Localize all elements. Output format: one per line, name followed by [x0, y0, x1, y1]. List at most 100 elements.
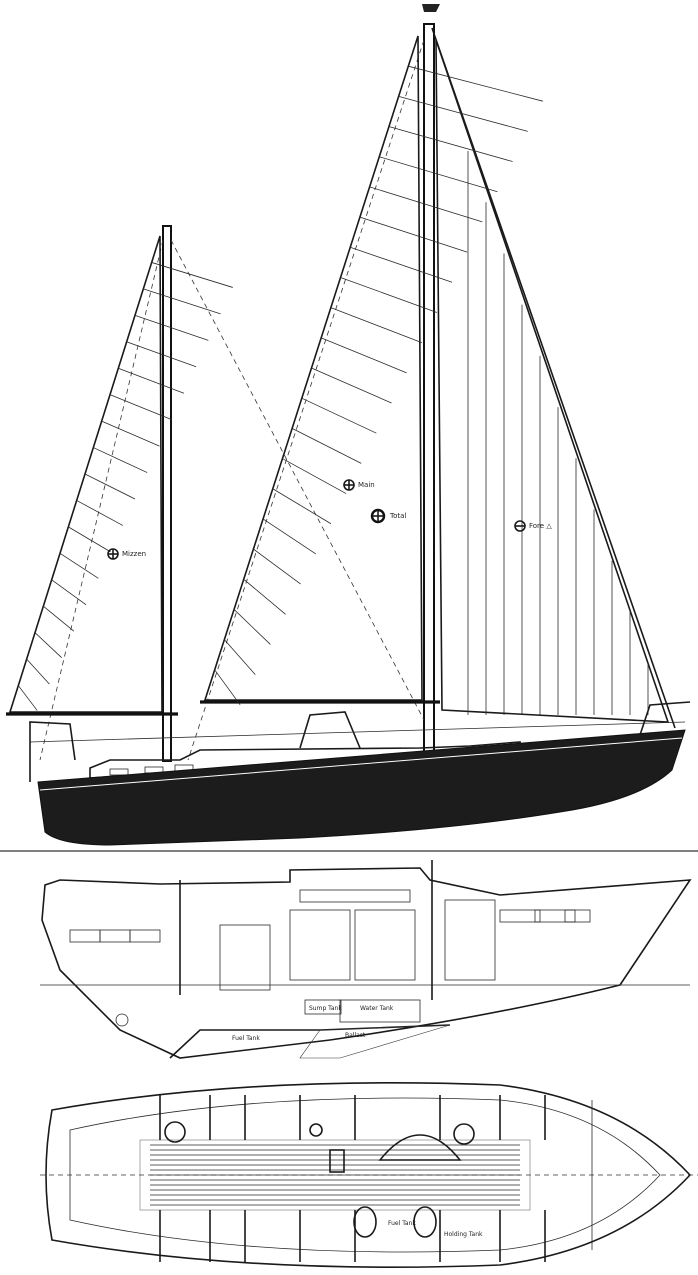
cabinet	[69, 929, 101, 943]
mainsail-seam	[340, 277, 438, 313]
mizzen-seam	[126, 341, 197, 368]
cabinet	[499, 909, 541, 923]
mainsail-seam	[272, 488, 332, 525]
fore-ce-marker: Fore △	[514, 520, 552, 532]
inboard-profile: Sump Tank Water Tank Fuel Tank Ballast	[40, 860, 692, 1059]
mainsail-seam	[330, 307, 422, 344]
mainsail-seam	[282, 458, 347, 494]
holding-tank-label: Holding Tank	[444, 1231, 483, 1238]
mainsail-seam	[233, 609, 271, 645]
hull	[37, 729, 686, 846]
cabinet	[354, 909, 416, 981]
cabinet	[219, 924, 271, 991]
cabinet	[129, 929, 161, 943]
boot-stripe	[39, 737, 683, 791]
mainsail-seam	[311, 367, 392, 404]
mizzen-seam	[143, 288, 221, 315]
mizzen-mast	[162, 225, 172, 762]
mizzen-seam	[34, 632, 62, 658]
jib	[435, 39, 670, 723]
settee-stool-2	[413, 1206, 437, 1238]
mizzen-seam	[43, 605, 75, 632]
total-label: Total	[389, 512, 406, 520]
cabinet	[444, 899, 496, 981]
accommodation-plan: Fuel Tank Holding Tank	[40, 1081, 698, 1269]
ballast-hatch	[299, 1024, 451, 1059]
main-label: Main	[358, 481, 375, 489]
mizzen-seam	[93, 447, 148, 473]
plan-fuel-tank-label: Fuel Tank	[388, 1220, 416, 1227]
ballast-label: Ballast	[345, 1032, 366, 1039]
portlight	[109, 768, 129, 776]
sump-tank	[304, 999, 342, 1015]
aft-head-toilet	[164, 1121, 186, 1143]
sump-tank-label: Sump Tank	[309, 1005, 342, 1012]
mainsail	[203, 35, 423, 701]
mizzen-seam	[134, 314, 209, 341]
triatic-stay	[170, 239, 425, 721]
profile-fuel-tank-label: Fuel Tank	[232, 1035, 260, 1042]
propeller	[115, 1013, 129, 1027]
mizzen-sail	[8, 235, 163, 713]
mizzen-seam	[51, 579, 87, 606]
bow-pulpit	[639, 701, 691, 736]
deck-outline	[45, 1081, 692, 1269]
headstay	[431, 27, 676, 729]
water-tank	[339, 999, 421, 1023]
mizzen-seam	[109, 394, 172, 421]
interior-joinery	[69, 889, 591, 991]
mainsail-seam	[291, 428, 362, 464]
mainsail-seam	[398, 95, 528, 132]
masthead-pennant	[422, 4, 440, 12]
mizzen-seam	[101, 420, 160, 447]
main-saloon-table	[378, 1134, 462, 1161]
mainsail-seam	[369, 186, 483, 223]
mainsail-seam	[388, 126, 513, 162]
mainsail-seam	[243, 578, 286, 615]
mainsail-seam	[214, 669, 241, 706]
bulkheads	[159, 1095, 546, 1262]
mainsail-seam	[379, 156, 498, 193]
mizzen-seam	[26, 658, 50, 685]
fwd-head-toilet	[453, 1123, 475, 1145]
cabinet	[299, 889, 411, 903]
stove-burner	[309, 1123, 323, 1137]
cabinet	[289, 909, 351, 981]
mizzen-seam	[68, 526, 111, 553]
cabinet	[564, 909, 591, 923]
mizzen-seam	[84, 473, 136, 500]
mizzen-seam	[118, 367, 185, 394]
cabin-sole-planking	[150, 1144, 520, 1206]
mizzen-label: Mizzen	[122, 550, 146, 558]
profile-hull-outline	[41, 867, 692, 1059]
sail-seams	[18, 65, 649, 715]
keel	[169, 1024, 451, 1059]
mizzen-seam	[18, 685, 38, 711]
mizzen-ce-marker: Mizzen	[107, 548, 146, 560]
sail-plan: Main Total Fore △ Mizzen	[0, 4, 698, 852]
mizzen-seam	[76, 500, 123, 526]
mainsail-seam	[301, 397, 377, 434]
mizzen-seam	[151, 262, 233, 288]
galley-sink	[329, 1149, 345, 1173]
lifelines	[29, 721, 686, 743]
dodger	[299, 711, 361, 749]
mainsail-seam	[359, 216, 468, 253]
mainsail-seam	[253, 548, 301, 585]
cabin-sole	[139, 1139, 531, 1211]
main-ce-marker: Main	[343, 479, 375, 491]
mainsail-seam	[408, 65, 543, 102]
mainsail-seam	[350, 246, 453, 283]
mainsail-seam	[321, 337, 407, 374]
stern-pulpit	[29, 721, 76, 782]
main-mast	[423, 23, 435, 760]
settee-stool-1	[353, 1206, 377, 1238]
cabinet	[99, 929, 131, 943]
inner-hull-line	[69, 1097, 661, 1253]
cabinet	[534, 909, 576, 923]
total-ce-marker: Total	[370, 508, 406, 524]
mainsail-seam	[262, 518, 317, 555]
mizzen-seam	[59, 552, 99, 579]
mizzen-backstay	[39, 239, 164, 761]
